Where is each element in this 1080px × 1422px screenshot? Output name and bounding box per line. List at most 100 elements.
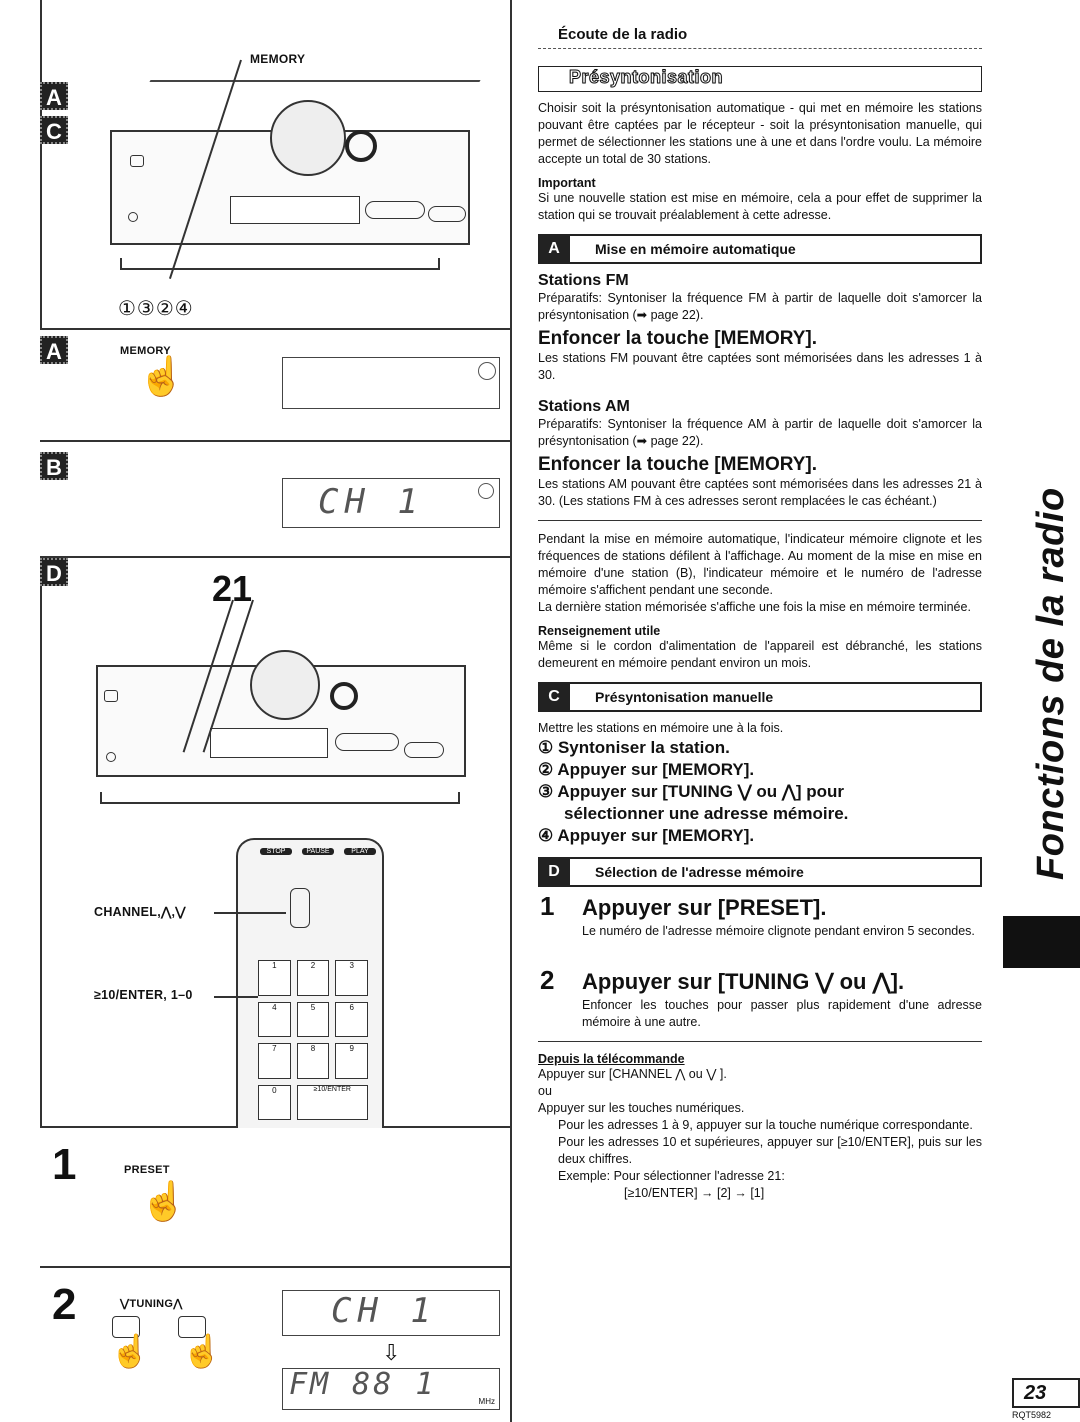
info-text: Même si le cordon d'alimentation de l'ap… [538,639,982,670]
am-heading: Stations AM [538,398,630,415]
remote-key-pause[interactable]: PAUSE [302,848,334,855]
lcd-display-b: CH 1 [282,478,500,528]
hand-press-tuning-icon: ☝ [110,1333,150,1369]
page-number: 23 [1024,1382,1047,1404]
key-1[interactable]: 1 [258,960,291,996]
manual-step-4: ④ Appuyer sur [MEMORY]. [538,826,755,845]
page-title: Présyntonisation [568,67,724,88]
tuning-down-button[interactable] [112,1316,140,1338]
key-0[interactable]: 0 [258,1084,291,1120]
page-header: Écoute de la radio [558,26,688,43]
channel-label: CHANNEL,⋀,⋁ [94,905,186,919]
preset-label: PRESET [124,1164,170,1176]
left-step-1: 1 [52,1140,77,1189]
label-a-section: A [40,336,68,364]
hand-press-preset-icon: ☝ [140,1181,188,1223]
key-9[interactable]: 9 [335,1043,368,1079]
remote-heading: Depuis la télécommande [538,1052,685,1066]
memory-indicator-icon [478,362,496,380]
lcd-b-text: CH 1 [318,482,424,522]
section-d-title: Sélection de l'adresse mémoire [595,864,804,880]
key-8[interactable]: 8 [296,1043,330,1079]
important-text: Si une nouvelle station est mise en mémo… [538,191,982,222]
section-c-header: C Présyntonisation manuelle [538,682,982,712]
section-d-key: D [538,857,570,887]
key-6[interactable]: 6 [335,1001,368,1037]
lcd-display-ch: CH 1 [282,1290,500,1336]
remote-line-1: Appuyer sur [CHANNEL ⋀ ou ⋁ ]. [538,1067,727,1081]
tuning-label: ⋁TUNING⋀ [120,1298,183,1310]
fm-result: Les stations FM pouvant être captées son… [538,351,982,382]
remote-line-3: Pour les adresses 1 à 9, appuyer sur la … [558,1118,973,1132]
manual-step-1: ① Syntoniser la station. [538,738,730,757]
key-4[interactable]: 4 [258,1001,291,1037]
remote-line-4: Pour les adresses 10 et supérieures, app… [558,1135,982,1166]
callout-numbers: ①③②④ [118,298,194,320]
keypad-grid: 1 2 3 4 5 6 7 8 9 0 ≥10/ENTER [258,960,368,1120]
memory-indicator-icon-b [478,483,494,499]
memory-label-a: MEMORY [120,345,171,357]
hand-press-tuning-icon-2: ☝ [182,1333,222,1369]
step-2-heading: Appuyer sur [TUNING ⋁ ou ⋀]. [582,969,905,994]
remote-line-6: [≥10/ENTER] → [2] → [1] [624,1186,765,1200]
key-enter[interactable]: ≥10/ENTER [296,1084,368,1120]
step-1-text: Le numéro de l'adresse mémoire clignote … [582,924,975,938]
section-a-header: A Mise en mémoire automatique [538,234,982,264]
manual-step-2: ② Appuyer sur [MEMORY]. [538,760,755,779]
am-prep: Préparatifs: Syntoniser la fréquence AM … [538,417,982,448]
manual-step-3b: sélectionner une adresse mémoire. [564,804,849,823]
step-1-number: 1 [540,891,555,921]
manual-step-3: ③ Appuyer sur [TUNING ⋁ ou ⋀] pour [538,782,844,801]
label-a-top: A [40,82,68,110]
info-heading: Renseignement utile [538,624,661,638]
side-black-tab [1003,916,1080,968]
page-number-box: 23 [1012,1378,1080,1408]
lcd-display-a [282,357,500,409]
lcd-display-fm: FM 88 1 MHz [282,1367,500,1410]
step-2-text: Enfoncer les touches pour passer plus ra… [582,998,982,1029]
left-step-2: 2 [52,1280,77,1329]
auto-note-1: Pendant la mise en mémoire automatique, … [538,532,982,597]
lcd-unit: MHz [478,1397,495,1406]
remote-key-play[interactable]: PLAY [344,848,376,855]
memory-label-top: MEMORY [250,52,306,66]
am-result: Les stations AM pouvant être captées son… [538,477,982,508]
fm-action: Enfoncer la touche [MEMORY]. [538,328,818,349]
auto-note-2: La dernière station mémorisée s'affiche … [538,600,971,614]
intro-text: Choisir soit la présyntonisation automat… [538,101,982,166]
hand-press-icon: ☝ [138,356,186,398]
title-box: Présyntonisation [538,66,982,92]
manual-intro: Mettre les stations en mémoire une à la … [538,721,784,735]
label-d-section: D [40,558,68,586]
step-1-heading: Appuyer sur [PRESET]. [582,895,827,920]
arrow-down-icon: ⇩ [382,1340,401,1365]
label-b-section: B [40,452,68,480]
key-5[interactable]: 5 [296,1001,330,1037]
remote-line-2: Appuyer sur les touches numériques. [538,1101,745,1115]
lcd-fm-text: FM 88 1 [289,1367,437,1402]
key-2[interactable]: 2 [296,960,330,996]
section-a-title: Mise en mémoire automatique [595,241,796,257]
key-7[interactable]: 7 [258,1043,291,1079]
tuning-up-button[interactable] [178,1316,206,1338]
right-column: Écoute de la radio Présyntonisation Choi… [538,22,982,1202]
channel-rocker[interactable] [290,888,310,928]
remote-or: ou [538,1084,552,1098]
vertical-section-title: Fonctions de la radio [1030,487,1072,880]
section-a-key: A [538,234,570,264]
doc-code: RQT5982 [1012,1410,1052,1420]
label-c-top: C [40,116,68,144]
step-2-number: 2 [540,965,555,995]
lcd-ch-text: CH 1 [331,1291,437,1331]
remote-key-stop[interactable]: STOP [260,848,292,855]
am-action: Enfoncer la touche [MEMORY]. [538,454,818,475]
fm-prep: Préparatifs: Syntoniser la fréquence FM … [538,291,982,322]
fm-heading: Stations FM [538,272,629,289]
section-c-key: C [538,682,570,712]
section-c-title: Présyntonisation manuelle [595,689,774,705]
remote-line-5: Exemple: Pour sélectionner l'adresse 21: [558,1169,785,1183]
important-heading: Important [538,176,596,190]
enter-label: ≥10/ENTER, 1–0 [94,988,193,1002]
section-d-header: D Sélection de l'adresse mémoire [538,857,982,887]
key-3[interactable]: 3 [335,960,368,996]
